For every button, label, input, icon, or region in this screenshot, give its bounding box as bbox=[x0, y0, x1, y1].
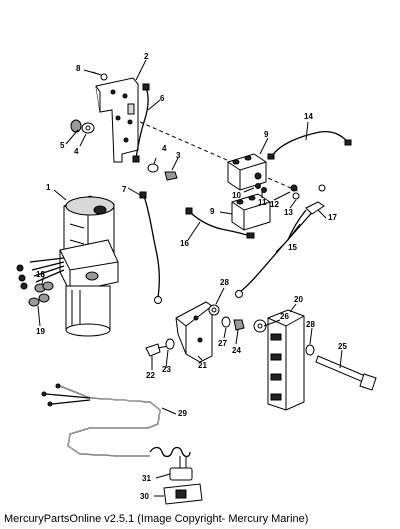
callout-19: 19 bbox=[36, 327, 45, 336]
pump-harness-leads[interactable] bbox=[16, 257, 65, 290]
callout-11: 11 bbox=[258, 198, 267, 207]
callout-29: 29 bbox=[178, 409, 187, 418]
callout-10: 10 bbox=[232, 191, 241, 200]
wire-6[interactable] bbox=[132, 83, 150, 163]
nut-3[interactable] bbox=[164, 171, 178, 181]
callout-5: 5 bbox=[60, 141, 65, 150]
decal-30[interactable] bbox=[163, 483, 203, 505]
washer-4-lower[interactable] bbox=[147, 163, 159, 173]
callout-12: 12 bbox=[270, 200, 279, 209]
callout-24: 24 bbox=[232, 346, 241, 355]
callout-25: 25 bbox=[338, 342, 347, 351]
nut-24[interactable] bbox=[233, 319, 245, 331]
nuts-10-11[interactable] bbox=[255, 183, 267, 193]
washer-23[interactable] bbox=[165, 338, 175, 350]
wire-harness-29[interactable] bbox=[41, 383, 191, 458]
callout-9-lower: 9 bbox=[210, 207, 215, 216]
callout-labels: 2 8 6 5 4 4 3 7 9 9 14 10 11 12 13 17 15… bbox=[36, 52, 347, 501]
mounting-bracket[interactable] bbox=[95, 77, 139, 163]
callout-3: 3 bbox=[176, 151, 181, 160]
terminal-17[interactable] bbox=[305, 201, 325, 215]
bolt-22[interactable] bbox=[145, 343, 169, 357]
wire-14[interactable] bbox=[267, 130, 352, 160]
callout-9-upper: 9 bbox=[264, 130, 269, 139]
callout-17: 17 bbox=[328, 213, 337, 222]
bolt-5[interactable] bbox=[70, 119, 82, 133]
callout-2: 2 bbox=[144, 52, 149, 61]
solenoid-lower[interactable] bbox=[231, 193, 271, 231]
fittings-18[interactable] bbox=[34, 281, 54, 293]
wire-16[interactable] bbox=[185, 207, 255, 239]
nuts-12-13[interactable] bbox=[290, 184, 300, 200]
callout-27: 27 bbox=[218, 339, 227, 348]
callout-7: 7 bbox=[122, 185, 127, 194]
callout-4-upper: 4 bbox=[74, 147, 79, 156]
callout-21: 21 bbox=[198, 361, 207, 370]
washer-27[interactable] bbox=[221, 316, 231, 328]
washer-4-upper[interactable] bbox=[81, 122, 95, 134]
leader-lines bbox=[37, 59, 343, 497]
callout-23: 23 bbox=[162, 365, 171, 374]
copyright-caption: MercuryPartsOnline v2.5.1 (Image Copyrig… bbox=[4, 513, 309, 525]
pump-motor-assembly[interactable] bbox=[59, 195, 119, 337]
callout-22: 22 bbox=[146, 371, 155, 380]
alignment-dash-line bbox=[139, 121, 301, 193]
callout-16: 16 bbox=[180, 239, 189, 248]
callout-30: 30 bbox=[140, 492, 149, 501]
callout-13: 13 bbox=[284, 208, 293, 217]
trim-block[interactable] bbox=[267, 309, 305, 411]
callout-4-lower: 4 bbox=[162, 144, 167, 153]
fittings-19[interactable] bbox=[28, 293, 50, 307]
washer-28-right[interactable] bbox=[305, 344, 315, 356]
callout-31: 31 bbox=[142, 474, 151, 483]
solenoid-upper[interactable] bbox=[227, 153, 267, 191]
callout-26: 26 bbox=[280, 312, 289, 321]
callout-18: 18 bbox=[36, 270, 45, 279]
callout-28-left: 28 bbox=[220, 278, 229, 287]
lower-bracket[interactable] bbox=[175, 301, 213, 363]
callout-15: 15 bbox=[288, 243, 297, 252]
wire-7[interactable] bbox=[139, 191, 162, 304]
washer-28-left[interactable] bbox=[208, 304, 220, 316]
callout-8: 8 bbox=[76, 64, 81, 73]
callout-20: 20 bbox=[294, 295, 303, 304]
bolt-25[interactable] bbox=[315, 355, 377, 391]
callout-6: 6 bbox=[160, 94, 165, 103]
washer-26[interactable] bbox=[253, 319, 267, 333]
plug-31[interactable] bbox=[169, 456, 193, 481]
callout-1: 1 bbox=[46, 183, 51, 192]
callout-14: 14 bbox=[304, 112, 313, 121]
callout-28-right: 28 bbox=[306, 320, 315, 329]
